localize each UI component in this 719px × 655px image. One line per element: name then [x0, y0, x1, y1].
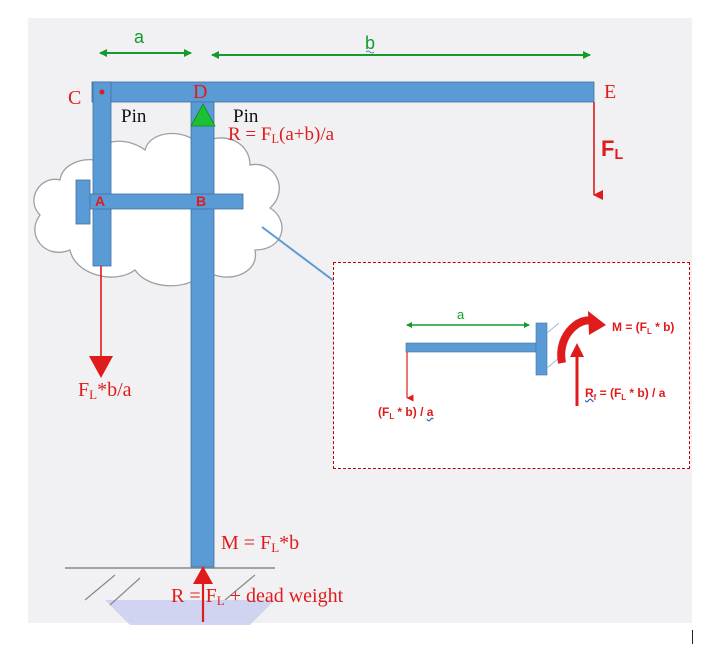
inset-moment-arrowhead	[588, 311, 606, 335]
inset-wall-plate	[535, 322, 548, 376]
b-underline	[365, 50, 375, 54]
reaction-D-label: R = FL(a+b)/a	[228, 124, 335, 146]
inset-reaction-arrowhead	[570, 343, 584, 357]
inset-reaction-label: Rf = (FL * b) / a	[585, 386, 666, 402]
ground-hatch-area	[105, 600, 275, 625]
reaction-base-arrowhead	[193, 566, 213, 584]
pin-C-dot	[99, 89, 105, 95]
pin-D-triangle	[190, 103, 216, 127]
dim-a-label: a	[134, 27, 145, 47]
inset-diagram	[405, 311, 606, 406]
point-E-label: E	[604, 81, 617, 103]
text-cursor	[692, 630, 693, 644]
load-A-arrowhead	[89, 356, 113, 378]
reaction-base-label: R = FL + dead weight	[171, 585, 344, 608]
left-column	[92, 81, 112, 267]
point-C-label: C	[68, 87, 82, 109]
pin-left-label: Pin	[121, 106, 147, 127]
inset-tip-load-label: (FL * b) / a	[378, 405, 434, 421]
main-column	[190, 101, 215, 568]
load-E-label: FL	[601, 136, 624, 163]
inset-wall-hatch	[546, 322, 560, 369]
cloud-shape	[33, 132, 283, 287]
detail-inset: a M = (FL * b) Rf = (FL * b) / a (FL * b…	[333, 262, 690, 469]
point-A-label: A	[95, 193, 106, 209]
dim-b-label: b	[365, 33, 376, 53]
point-D-label: D	[193, 81, 208, 103]
load-A-label: FL*b/a	[78, 379, 132, 402]
moment-base-label: M = FL*b	[221, 532, 300, 555]
top-beam	[91, 81, 595, 103]
inset-cantilever-beam	[405, 342, 537, 353]
ground-hatching	[84, 574, 256, 606]
pin-right-label: Pin	[233, 106, 259, 127]
inset-dim-a-label: a	[457, 307, 465, 322]
end-plate-A	[75, 179, 91, 225]
point-B-label: B	[196, 193, 207, 209]
inset-moment-label: M = (FL * b)	[612, 320, 675, 336]
